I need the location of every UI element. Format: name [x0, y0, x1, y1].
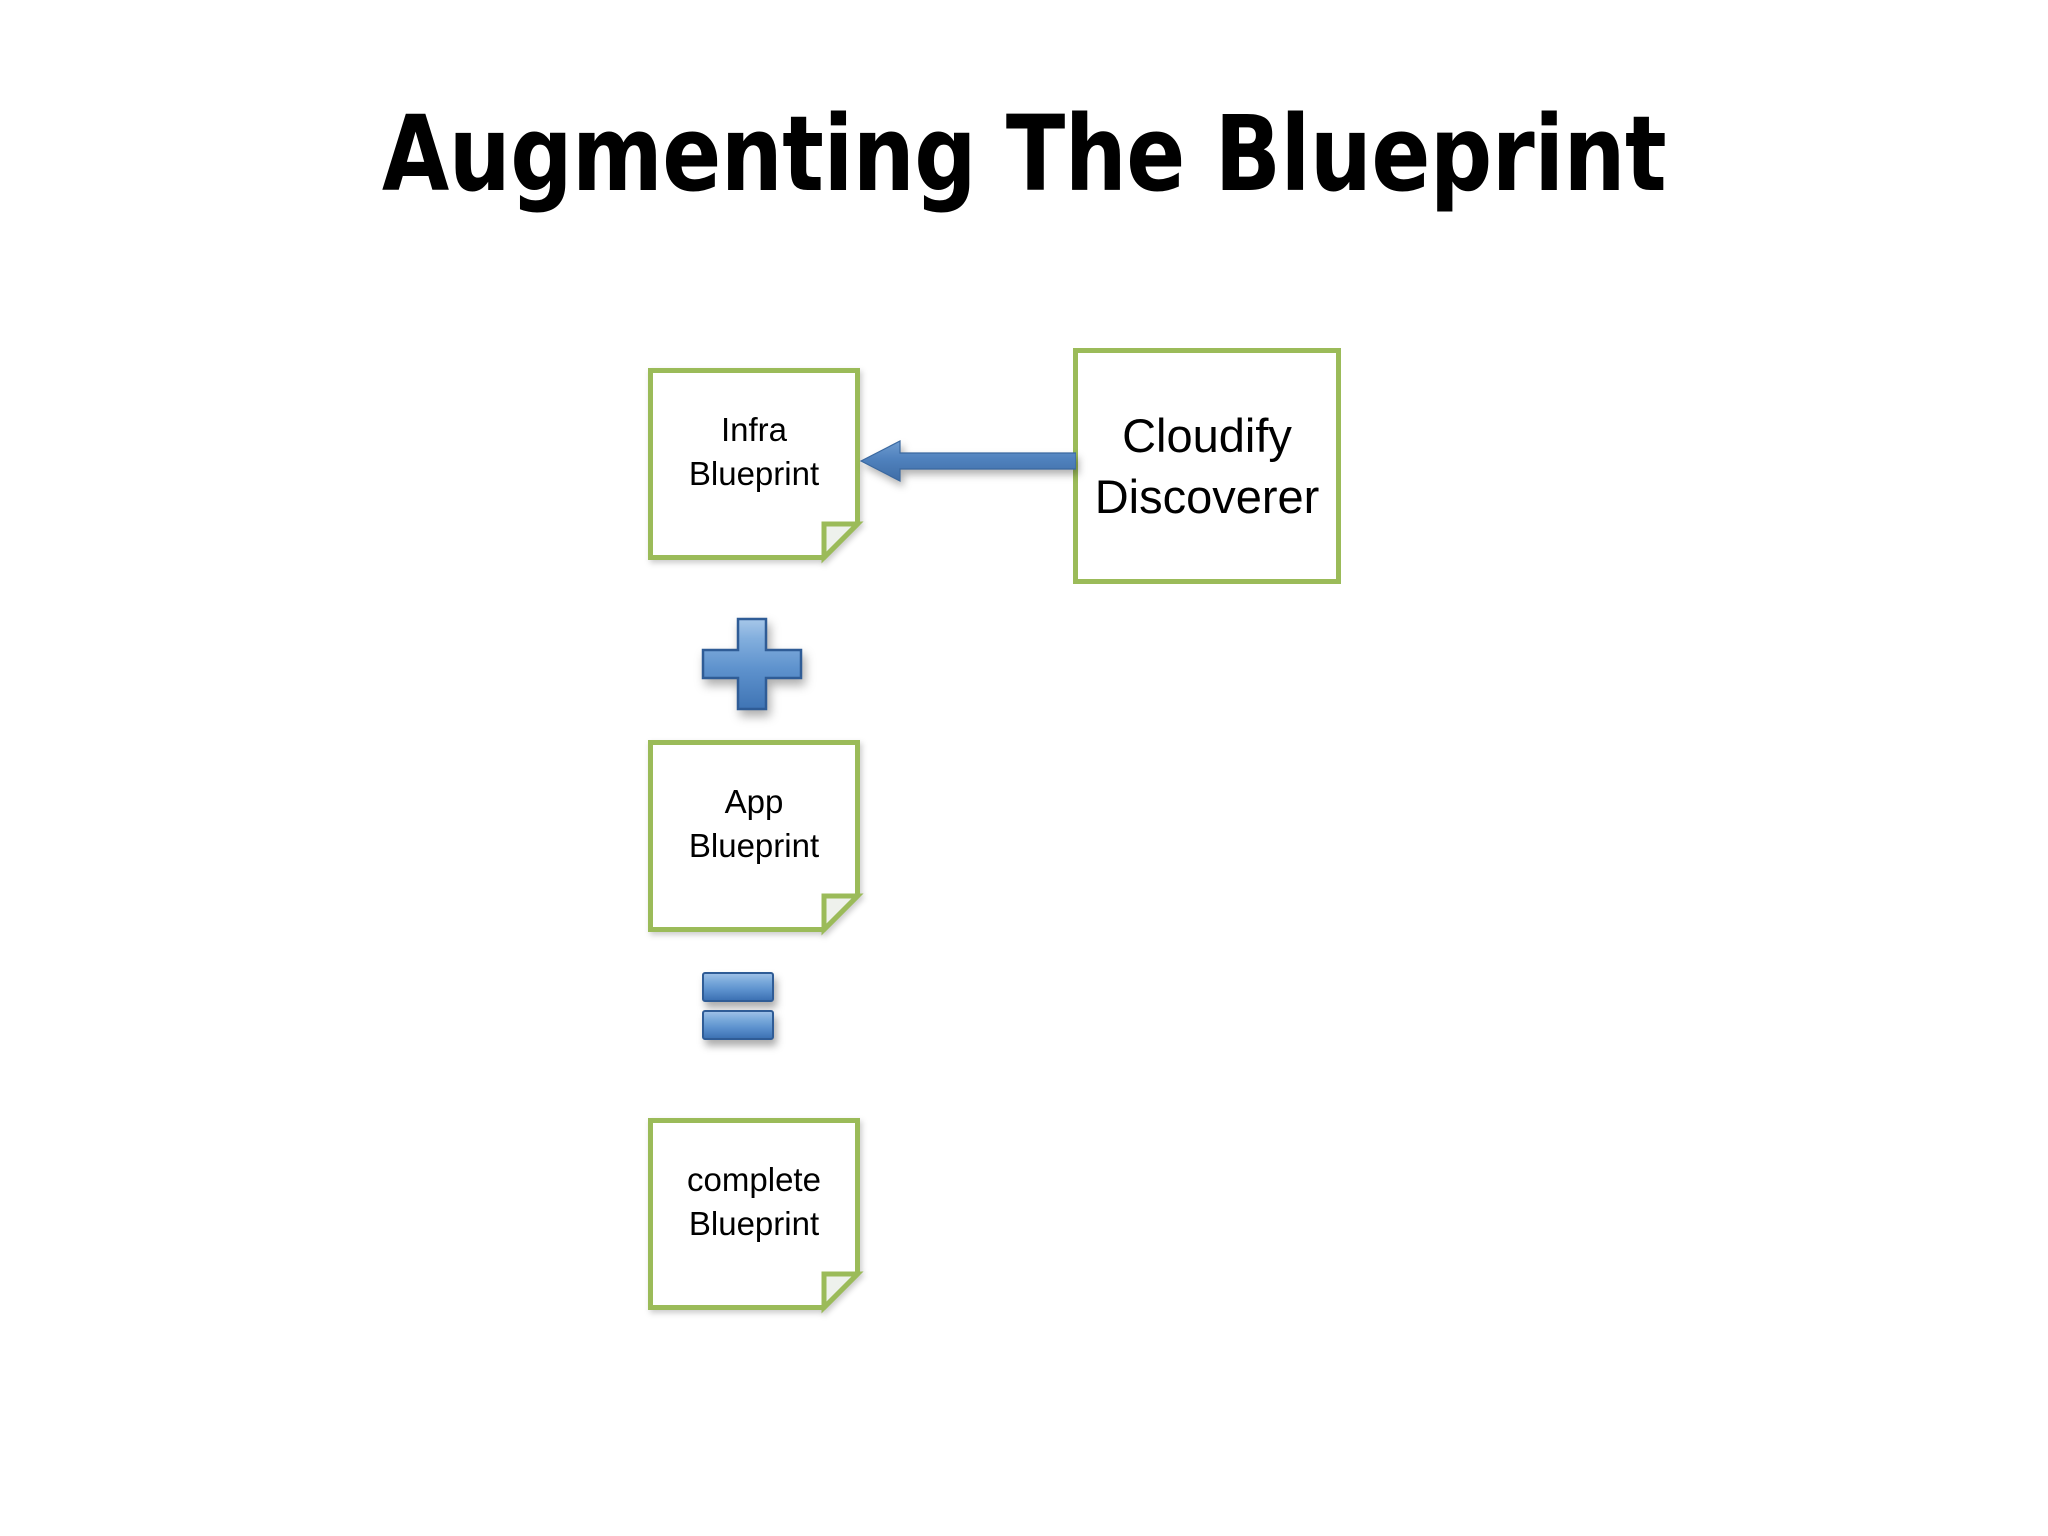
equals-operator: [702, 972, 778, 1042]
arrow-discoverer-to-infra: [859, 440, 1077, 482]
note-complete-blueprint[interactable]: complete Blueprint: [648, 1118, 864, 1314]
note-infra-blueprint[interactable]: Infra Blueprint: [648, 368, 864, 564]
box-cloudify-discoverer[interactable]: Cloudify Discoverer: [1073, 348, 1341, 584]
left-arrow-icon: [859, 440, 1077, 482]
equals-bar-bottom: [702, 1010, 774, 1040]
folded-note-shape: [648, 740, 864, 936]
page-title: Augmenting The Blueprint: [381, 93, 1667, 215]
plus-operator: [700, 616, 804, 712]
plus-icon: [701, 617, 803, 711]
box-line-2: Discoverer: [1094, 470, 1320, 523]
box-line-1: Cloudify: [1122, 408, 1292, 462]
note-app-blueprint[interactable]: App Blueprint: [648, 740, 864, 936]
folded-note-shape: [648, 368, 864, 564]
folded-note-shape: [648, 1118, 864, 1314]
equals-bar-top: [702, 972, 774, 1002]
